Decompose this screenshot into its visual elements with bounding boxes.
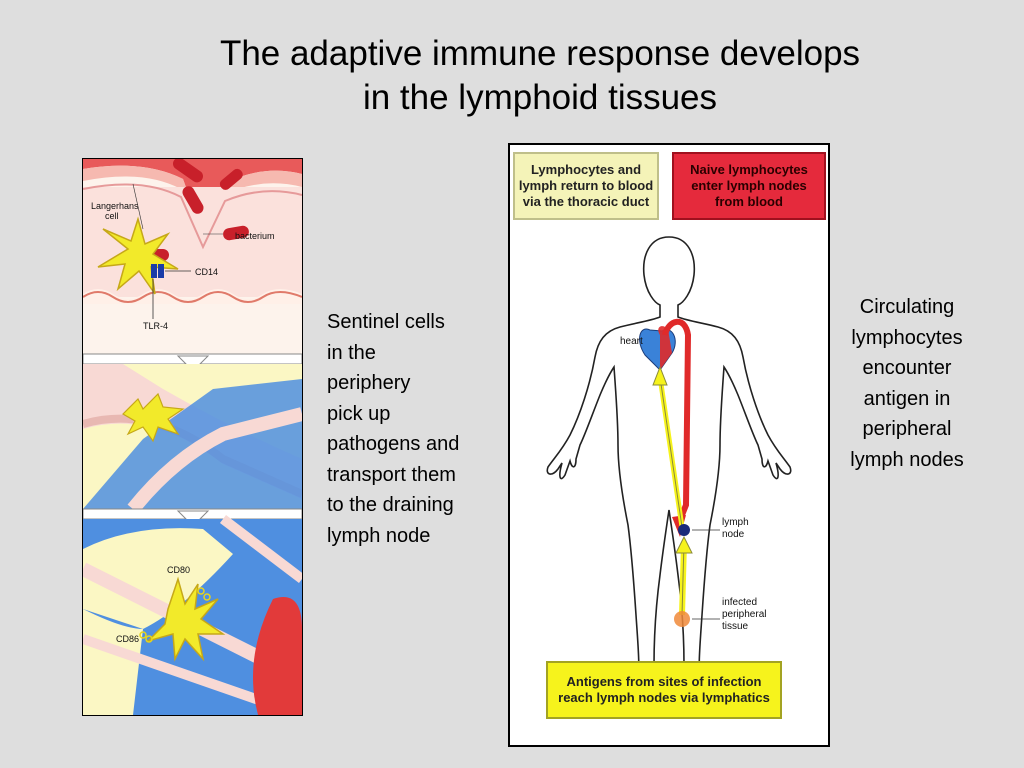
bacterium-shape bbox=[182, 186, 204, 214]
blood-vessel bbox=[253, 597, 302, 715]
infected-label-2: peripheral bbox=[722, 609, 767, 620]
down-arrow-icon bbox=[176, 510, 210, 527]
caption-line: lymphocytes bbox=[851, 326, 963, 349]
caption-line: lymph node bbox=[327, 524, 431, 547]
bacterium-shape bbox=[223, 225, 249, 241]
title-line-2: in the lymphoid tissues bbox=[362, 78, 718, 117]
caption-line: periphery bbox=[327, 372, 411, 394]
heart-label: heart bbox=[620, 336, 643, 347]
caption-line: to the draining bbox=[327, 494, 454, 516]
slide-title: The adaptive immune response develops in… bbox=[0, 32, 1024, 120]
caption-line: transport them bbox=[327, 463, 456, 486]
cd80-label: CD80 bbox=[167, 565, 191, 575]
naive-lymphocyte-box: Naive lymphocytes enter lymph nodes from… bbox=[672, 152, 826, 220]
caption-line: lymph nodes bbox=[850, 448, 964, 471]
lymph-node-label-1: lymph bbox=[722, 517, 749, 528]
arrow-head-icon bbox=[652, 365, 668, 386]
bacterium-shape bbox=[219, 168, 243, 190]
infected-tissue-spot bbox=[674, 611, 690, 627]
sentinel-cell-illustration: Langerhans cell bacterium CD14 TLR-4 CD8… bbox=[82, 158, 303, 716]
down-arrow-icon bbox=[176, 355, 210, 372]
infected-label-1: infected bbox=[722, 597, 758, 608]
lymph-return-box: Lymphocytes and lymph return to blood vi… bbox=[513, 152, 659, 220]
box-line: lymph return to blood bbox=[518, 178, 654, 193]
circulating-caption: Circulating lymphocytes encounter antige… bbox=[828, 292, 986, 475]
sentinel-caption: Sentinel cells in the periphery pick up … bbox=[327, 307, 507, 551]
basement-membrane bbox=[83, 291, 302, 303]
human-body-outline bbox=[546, 236, 792, 709]
arrow-head-icon bbox=[675, 535, 693, 554]
box-line: from blood bbox=[715, 194, 783, 209]
bacterium-shape bbox=[172, 159, 204, 183]
cd14-label: CD14 bbox=[195, 267, 219, 277]
circulation-diagram: Lymphocytes and lymph return to blood vi… bbox=[508, 143, 830, 747]
sentinel-cell-drawing bbox=[83, 159, 302, 715]
langerhans-label: Langerhans bbox=[91, 201, 139, 211]
germinal-zone bbox=[83, 528, 233, 629]
caption-line: encounter bbox=[862, 357, 952, 379]
caption-line: in the bbox=[327, 341, 376, 364]
caption-line: antigen in bbox=[863, 387, 951, 410]
infected-label-3: tissue bbox=[722, 621, 749, 632]
cd14-receptor bbox=[151, 264, 157, 278]
skin-layer bbox=[83, 165, 302, 241]
cd86-label: CD86 bbox=[116, 634, 140, 644]
body-outline-drawing bbox=[510, 145, 828, 745]
blood-flow-arrow bbox=[662, 318, 692, 527]
cell-label: cell bbox=[105, 211, 119, 221]
caption-line: peripheral bbox=[862, 418, 952, 440]
langerhans-cell-shape bbox=[97, 216, 179, 295]
migrating-dendritic-cell bbox=[122, 392, 185, 443]
box-line: Lymphocytes and bbox=[530, 162, 642, 177]
box-line: via the thoracic duct bbox=[522, 194, 650, 209]
lymph-node-dot bbox=[678, 524, 690, 536]
mature-dendritic-cell bbox=[145, 576, 226, 662]
cd86-marker bbox=[139, 631, 147, 639]
antigen-box: Antigens from sites of infection reach l… bbox=[546, 661, 782, 719]
title-line-1: The adaptive immune response develops bbox=[219, 34, 861, 73]
bacterium-label: bacterium bbox=[235, 231, 275, 241]
caption-line: Sentinel cells bbox=[327, 311, 445, 333]
caption-line: pick up bbox=[327, 402, 391, 425]
box-line: Naive lymphocytes bbox=[690, 162, 808, 177]
lymph-node-label-2: node bbox=[722, 529, 745, 540]
cd80-marker bbox=[197, 587, 205, 595]
box-line: Antigens from sites of infection bbox=[566, 674, 762, 689]
box-line: enter lymph nodes bbox=[691, 178, 807, 193]
caption-line: pathogens and bbox=[327, 433, 460, 455]
tlr4-label: TLR-4 bbox=[143, 321, 169, 331]
caption-line: Circulating bbox=[859, 296, 955, 318]
box-line: reach lymph nodes via lymphatics bbox=[558, 690, 770, 705]
